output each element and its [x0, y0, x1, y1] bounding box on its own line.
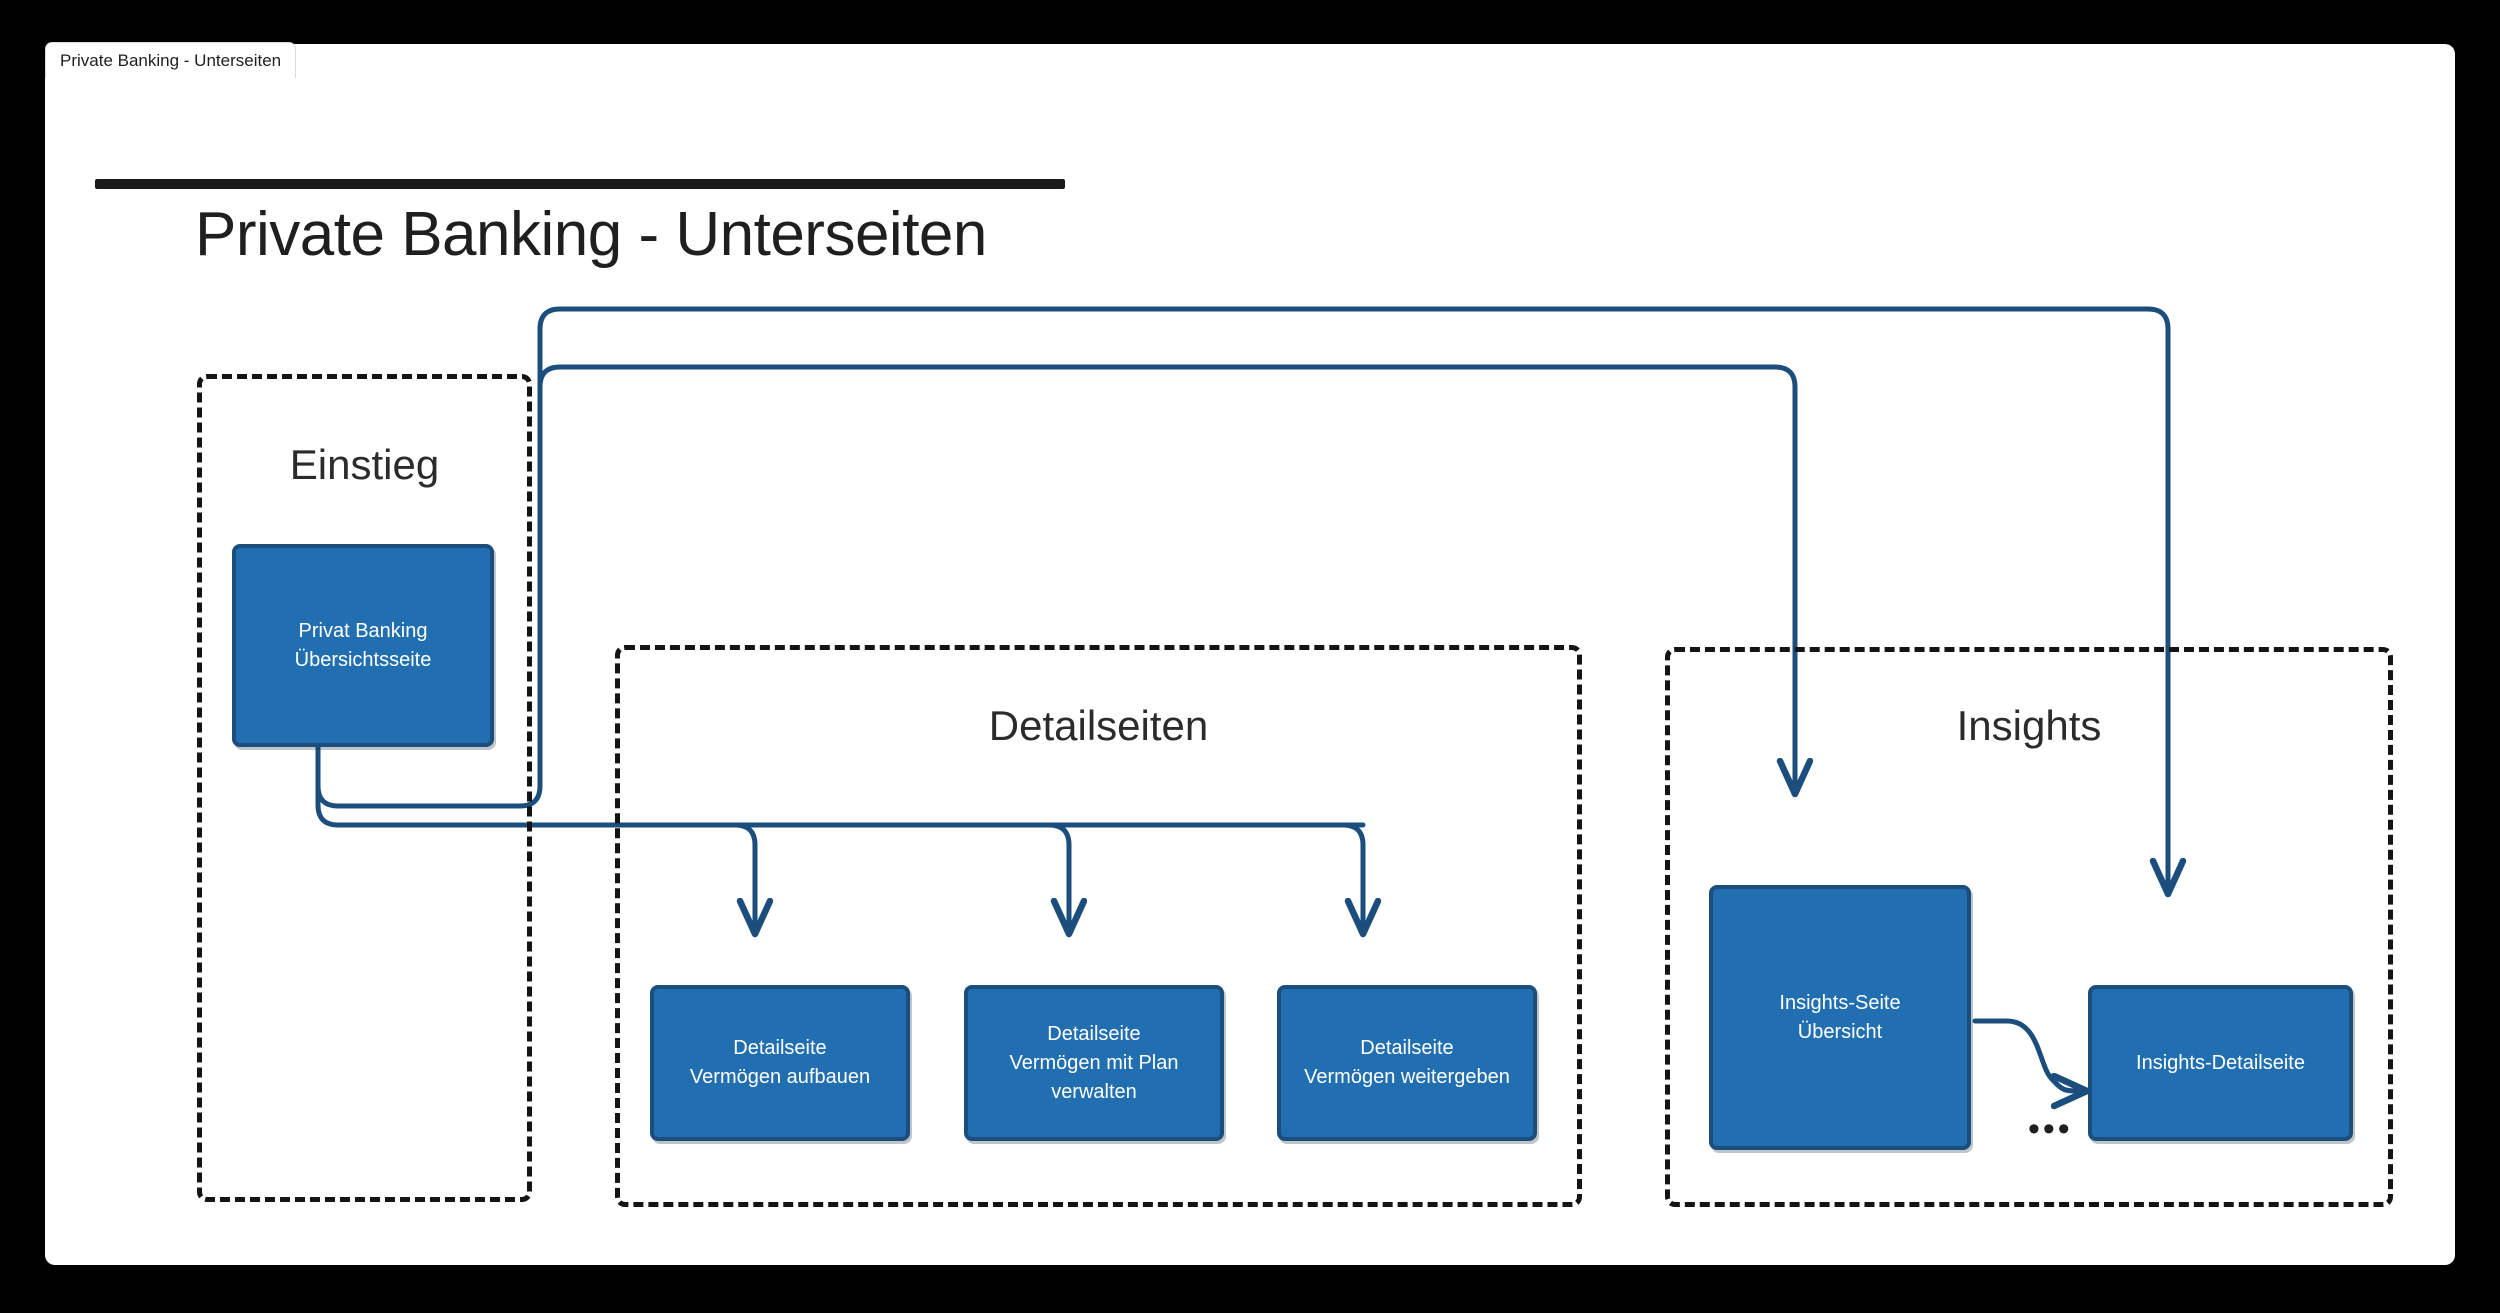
node-line-1: Insights-Seite — [1779, 991, 1901, 1014]
node-line-1: Privat Banking — [298, 619, 428, 642]
node-line-1: Detailseite — [733, 1037, 827, 1059]
node-detailseite-vermoegen-mit-plan-verwalten[interactable]: Detailseite Vermögen mit Plan verwalten — [964, 985, 1224, 1141]
node-detailseite-vermoegen-aufbauen[interactable]: Detailseite Vermögen aufbauen — [650, 985, 910, 1141]
diagram-canvas: Private Banking - Unterseiten — [45, 44, 2455, 1265]
node-line-3: verwalten — [1051, 1080, 1137, 1103]
node-line-1: Insights-Detailseite — [2136, 1051, 2305, 1074]
title-rule — [95, 179, 1065, 189]
node-privat-banking-uebersichtsseite[interactable]: Privat Banking Übersichtsseite — [232, 544, 494, 747]
node-insights-detailseite[interactable]: Insights-Detailseite — [2088, 985, 2353, 1141]
node-line-2: Übersichtsseite — [294, 648, 432, 671]
group-detailseiten: Detailseiten — [615, 645, 1582, 1207]
node-line-2: Vermögen weitergeben — [1304, 1066, 1510, 1088]
ellipsis-more-insights-pages: ••• — [2028, 1110, 2073, 1148]
node-line-2: Übersicht — [1797, 1020, 1883, 1043]
group-einstieg: Einstieg — [197, 374, 532, 1202]
node-detailseite-vermoegen-weitergeben[interactable]: Detailseite Vermögen weitergeben — [1277, 985, 1537, 1141]
node-line-2: Vermögen aufbauen — [689, 1066, 871, 1088]
group-einstieg-label: Einstieg — [289, 441, 440, 488]
group-insights-label: Insights — [1956, 702, 2102, 749]
page-title: Private Banking - Unterseiten — [195, 200, 987, 269]
browser-tab-label: Private Banking - Unterseiten — [60, 50, 282, 70]
node-line-1: Detailseite — [1047, 1022, 1141, 1045]
group-insights: Insights — [1665, 647, 2393, 1207]
node-insights-seite-uebersicht[interactable]: Insights-Seite Übersicht — [1709, 885, 1971, 1150]
node-line-2: Vermögen mit Plan — [1009, 1051, 1179, 1074]
node-line-1: Detailseite — [1360, 1037, 1454, 1059]
group-detailseiten-label: Detailseiten — [988, 702, 1209, 749]
browser-tab[interactable]: Private Banking - Unterseiten — [45, 42, 297, 78]
